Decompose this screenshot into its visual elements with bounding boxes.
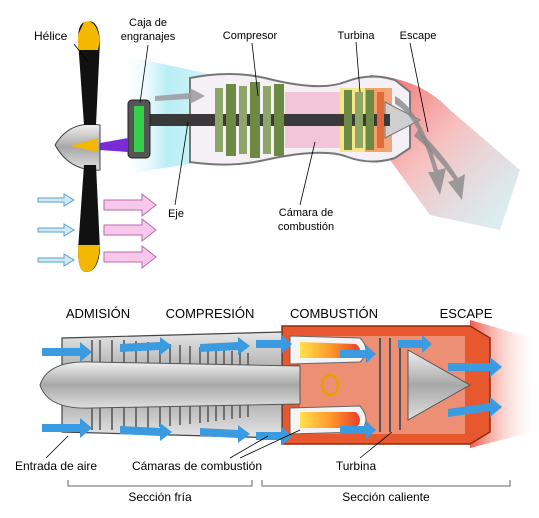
turboprop-diagram: Hélice Caja de engranajes Compresor Turb…: [34, 17, 520, 272]
section-combustion: COMBUSTIÓN: [290, 306, 378, 321]
label-gearbox-line2: engranajes: [121, 31, 176, 43]
top-leader-lines: [73, 41, 429, 206]
label-air-inlet: Entrada de aire: [15, 459, 97, 473]
section-intake: ADMISIÓN: [66, 306, 130, 321]
jet-spinner-shaft: [39, 361, 301, 409]
label-combustion-line1: Cámara de: [279, 207, 333, 219]
jet-airflow-arrows: [42, 335, 502, 445]
label-exhaust-top: Escape: [400, 30, 437, 42]
label-turbine-top: Turbina: [338, 30, 376, 42]
section-brackets: [67, 480, 511, 487]
jet-exhaust-cone: [407, 349, 472, 421]
flow-arrow-exhaust-1: [395, 96, 446, 195]
bottom-leader-lines: [45, 429, 393, 459]
jet-turbine-discs: [379, 338, 401, 432]
propeller-tip-lower: [78, 245, 100, 272]
rotation-indicator: [320, 373, 340, 397]
bracket-hot: Sección caliente: [342, 490, 430, 504]
compressor-stages: [215, 82, 284, 158]
label-combustion-line2: combustión: [278, 221, 334, 233]
propeller-tip-upper: [78, 21, 100, 50]
label-shaft: Eje: [168, 208, 184, 220]
bracket-cold: Sección fría: [128, 490, 192, 504]
section-exhaust: ESCAPE: [440, 306, 493, 321]
incoming-air-arrows: [37, 192, 157, 270]
flow-arrow-intake: [155, 88, 205, 104]
label-compressor: Compresor: [223, 30, 278, 42]
label-combustion-chambers: Cámaras de combustión: [132, 459, 262, 473]
section-compression: COMPRESIÓN: [166, 306, 255, 321]
label-propeller: Hélice: [34, 29, 68, 43]
gearbox-gears: [134, 106, 144, 152]
label-turbine-bottom: Turbina: [336, 459, 377, 473]
spinner-band: [70, 138, 98, 152]
turbojet-diagram: ADMISIÓN COMPRESIÓN COMBUSTIÓN ESCAPE En…: [15, 306, 539, 504]
turbine-stages: [344, 90, 384, 150]
label-gearbox-line1: Caja de: [129, 17, 167, 29]
flow-arrow-exhaust-2: [414, 130, 465, 200]
prop-shaft: [100, 138, 128, 152]
